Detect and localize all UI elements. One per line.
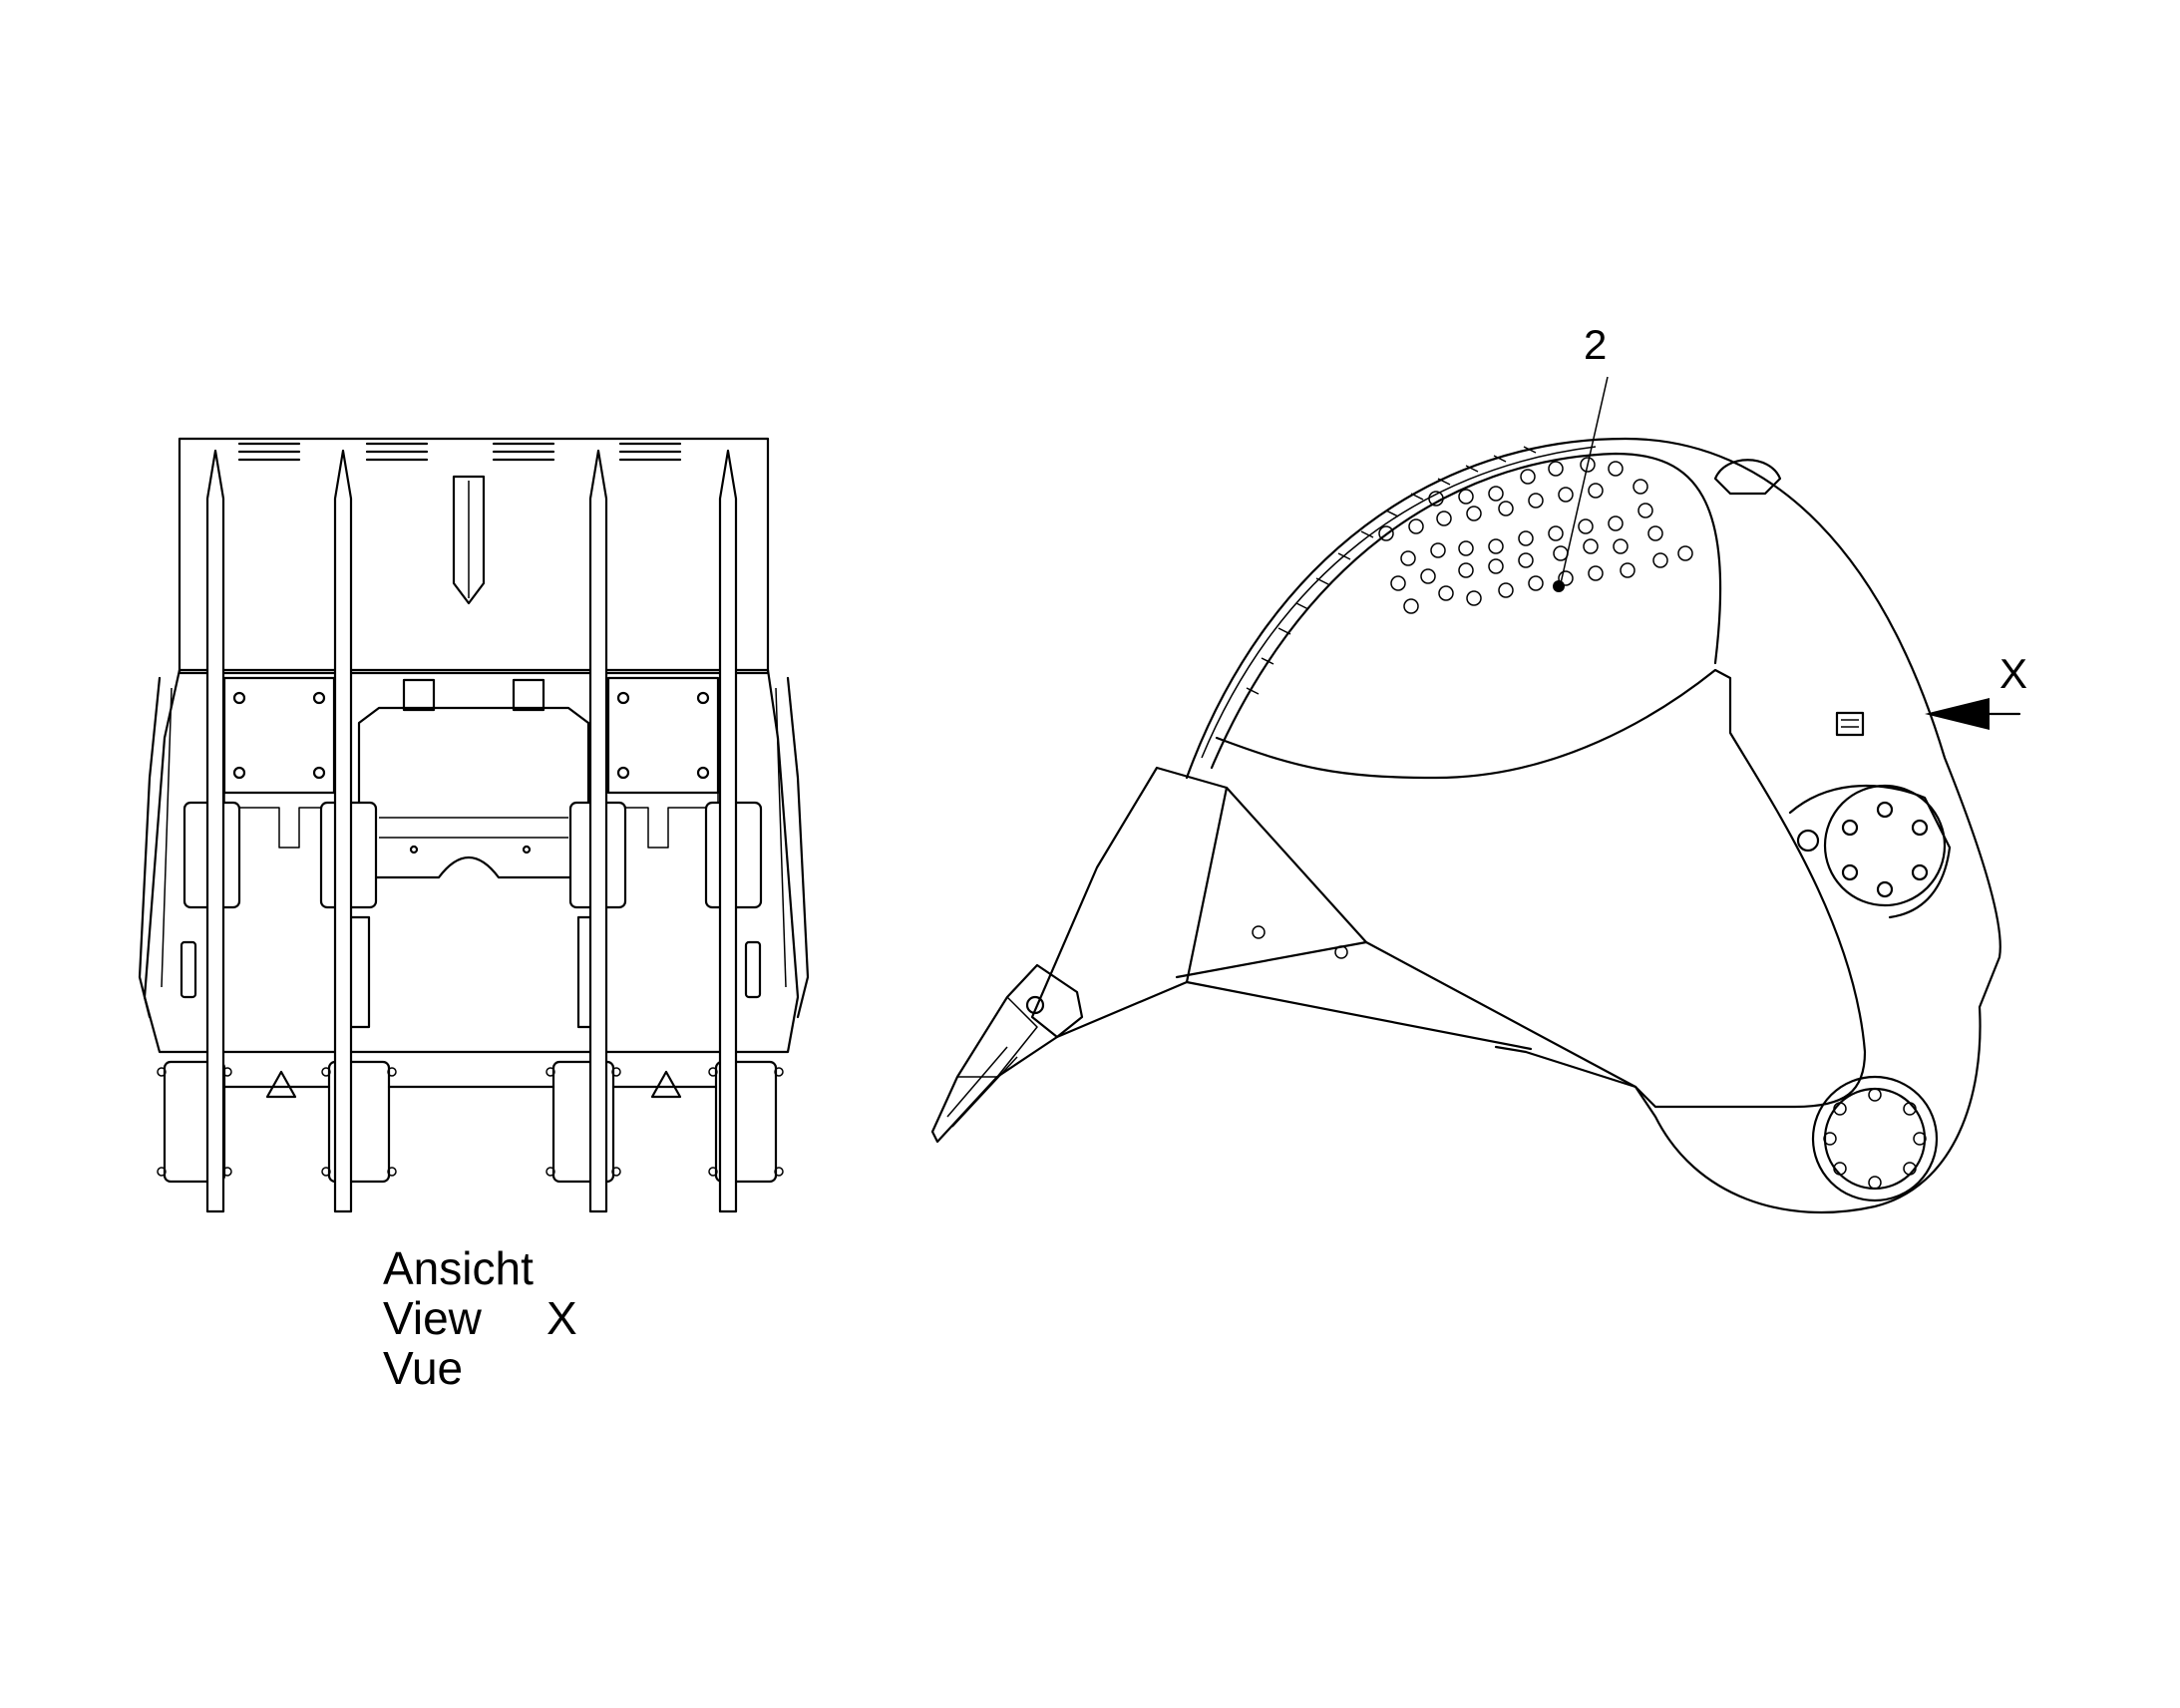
tooth-plates <box>205 449 738 1213</box>
front-view-x <box>138 437 810 1213</box>
callout-2-label: 2 <box>1584 321 1607 368</box>
callout-2-dot <box>1553 580 1565 592</box>
caption-view-letter: X <box>546 1292 577 1344</box>
view-arrow-head <box>1925 698 1990 730</box>
top-wear-strip <box>1246 446 1537 695</box>
perforation-holes <box>1378 457 1693 614</box>
side-view-bucket: 2 X <box>930 321 2027 1214</box>
view-arrow-label: X <box>1999 650 2027 697</box>
view-caption: Ansicht View Vue X <box>383 1242 577 1394</box>
caption-ansicht: Ansicht <box>383 1242 534 1294</box>
callout-2-leader <box>1560 376 1609 584</box>
top-slots <box>237 442 682 462</box>
boss-bolts <box>157 1067 784 1177</box>
caption-view: View <box>383 1292 483 1344</box>
caption-vue: Vue <box>383 1342 463 1394</box>
